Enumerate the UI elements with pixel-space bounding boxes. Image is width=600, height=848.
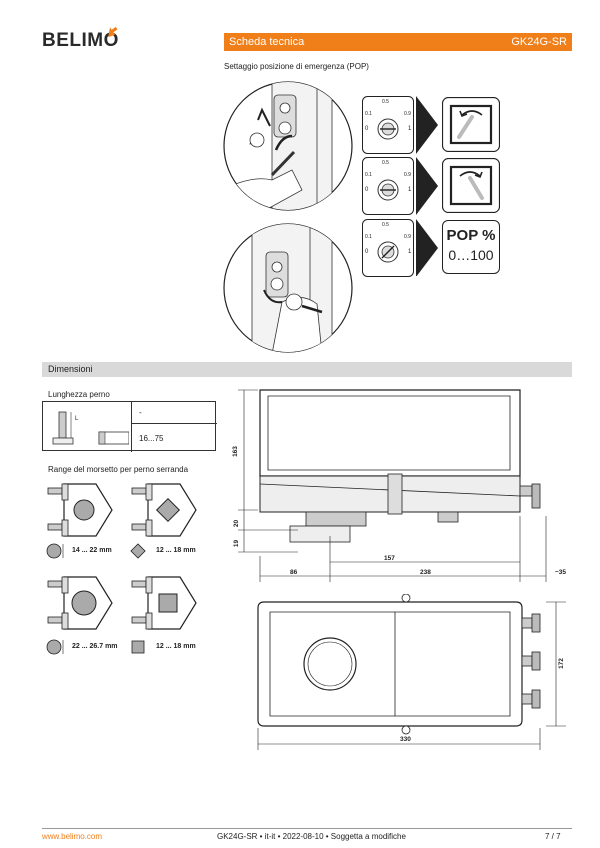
footer-divider (42, 828, 572, 829)
brand-name: BELIMO (42, 30, 119, 51)
dim-19: 19 (233, 539, 241, 548)
clamp-range-2: 12 ... 18 mm (156, 547, 196, 554)
header-model: GK24G-SR (511, 36, 567, 48)
dial-3-tick-mid: 0.5 (382, 222, 389, 228)
pop-illustration-top (223, 81, 353, 211)
dial-3-tick-left: 0.1 (365, 234, 372, 240)
dial-3-tick-right: 0.9 (404, 234, 411, 240)
dial-2-tick-zero: 0 (365, 187, 369, 193)
footer-doc-info: GK24G-SR • it-it • 2022-08-10 • Soggetta… (217, 832, 406, 841)
pin-diagram-icon (52, 411, 129, 445)
pin-length-value-2: 16...75 (139, 434, 164, 443)
table-divider (131, 423, 217, 424)
pop-range: 0…100 (448, 247, 494, 263)
pop-illustration-bottom (223, 223, 353, 353)
brand-logo: BELIMO (42, 26, 122, 52)
clamp-diagram-4 (131, 576, 197, 630)
dim-86: 86 (290, 569, 298, 576)
actuator-side-view (238, 389, 547, 582)
dial-2-tick-left: 0.1 (365, 172, 372, 178)
dim-163: 163 (231, 446, 239, 457)
square-shaft-icon (130, 543, 146, 559)
pin-length-table: L - 16...75 (42, 401, 217, 452)
pop-title: POP % (446, 227, 496, 244)
dial-2-tick-mid: 0.5 (382, 160, 389, 166)
clamp-range-1: 14 ... 22 mm (72, 547, 112, 554)
dim-20: 20 (233, 519, 241, 528)
pop-subtitle: Settaggio posizione di emergenza (POP) (224, 62, 369, 71)
header-bar: Scheda tecnica GK24G-SR (224, 33, 572, 51)
pop-dial-3 (362, 219, 414, 277)
pop-setting-box: POP % 0…100 (442, 220, 500, 274)
table-divider (131, 402, 132, 452)
square-shaft-icon (131, 640, 145, 654)
dial-1-tick-right: 0.9 (404, 111, 411, 117)
dial-1-tick-zero: 0 (365, 126, 369, 132)
footer-page-number: 7 / 7 (545, 832, 561, 841)
dim-330: 330 (400, 736, 411, 743)
clamp-diagram-3 (47, 576, 113, 630)
round-shaft-icon (46, 543, 64, 559)
dial-3-tick-zero: 0 (365, 249, 369, 255)
dim-172: 172 (557, 658, 565, 669)
dial-1-tick-one: 1 (408, 126, 412, 132)
dial-2-tick-right: 0.9 (404, 172, 411, 178)
dial-2-tick-one: 1 (408, 187, 412, 193)
logo-arrow-icon (108, 26, 118, 38)
dial-3-tick-one: 1 (408, 249, 412, 255)
clamp-diagram-1 (47, 483, 113, 537)
round-shaft-icon (46, 639, 64, 655)
dim-157: 157 (384, 555, 395, 562)
dial-1-tick-left: 0.1 (365, 111, 372, 117)
pop-dial-1 (362, 96, 414, 154)
header-doc-type: Scheda tecnica (229, 36, 305, 48)
rotation-cw-icon (442, 158, 500, 213)
pin-length-heading: Lunghezza perno (48, 390, 110, 399)
pin-length-marker: L (75, 416, 79, 422)
footer-url[interactable]: www.belimo.com (42, 832, 103, 841)
clamp-range-4: 12 ... 18 mm (156, 643, 196, 650)
clamp-diagram-2 (131, 483, 197, 537)
dim-238: 238 (420, 569, 431, 576)
dial-1-tick-mid: 0.5 (382, 99, 389, 105)
chevron-right-icon (416, 96, 438, 276)
section-dimensions: Dimensioni (42, 362, 572, 377)
actuator-top-view (257, 594, 566, 750)
clamp-range-3: 22 ... 26.7 mm (72, 643, 118, 650)
pin-length-value-1: - (139, 408, 142, 417)
pop-dial-2 (362, 157, 414, 215)
clamp-heading: Range del morsetto per perno serranda (48, 465, 189, 474)
dim-35: ~35 (555, 569, 567, 576)
rotation-ccw-icon (442, 97, 500, 152)
